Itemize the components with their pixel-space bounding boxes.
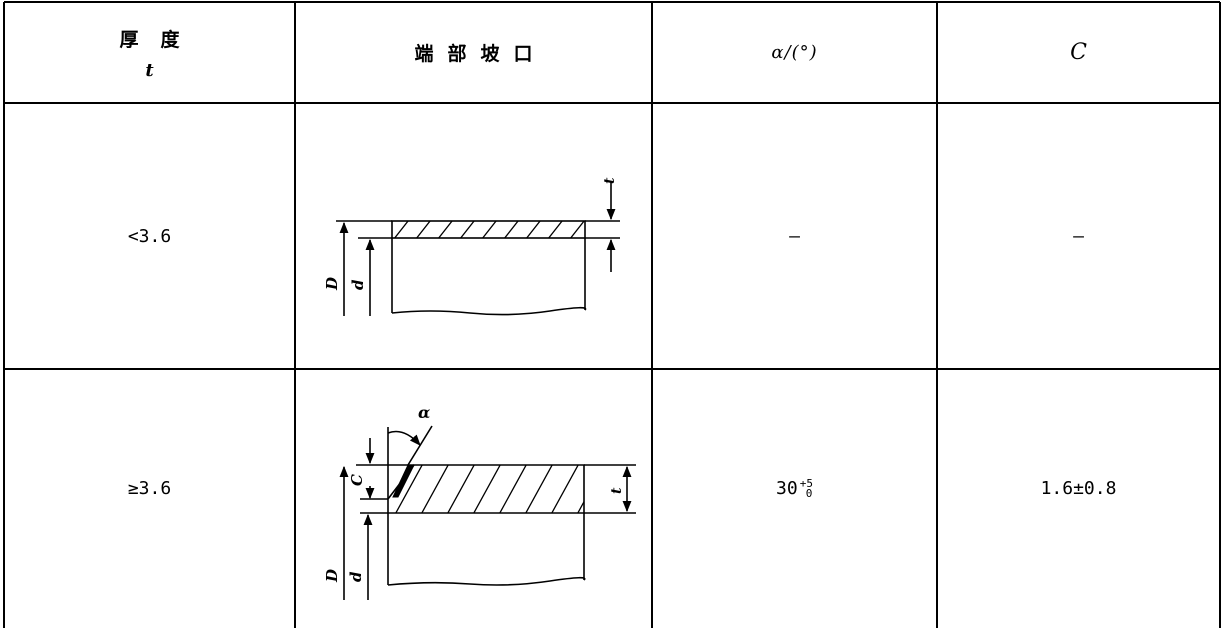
row2-thickness-value: ≥3.6 [127, 478, 172, 499]
header-end-bevel: 端部坡口 [295, 2, 652, 103]
row1-thickness-value: <3.6 [127, 225, 172, 247]
row1-angle-dash: — [789, 225, 800, 247]
row2-angle-tolerance: +5 0 [799, 476, 813, 500]
row2-bevel-end-drawing: α C t D d [323, 403, 636, 600]
row1-square-end-drawing: t D d [323, 177, 620, 316]
row2-c-value: 1.6±0.8 [1040, 478, 1117, 499]
row2-drawing-C-label: C [348, 474, 366, 486]
row2-drawing-D-label: D [323, 569, 341, 583]
row2-angle-base: 30 [776, 478, 798, 499]
header-c-label: C [1070, 40, 1087, 65]
row2-c: 1.6±0.8 [937, 369, 1220, 628]
row1-c-dash: — [1073, 225, 1084, 247]
header-end-bevel-label: 端部坡口 [414, 43, 547, 65]
row2-drawing-t-label: t [609, 487, 625, 494]
row1-thickness: <3.6 [4, 103, 295, 369]
header-thickness-label: 厚度 [119, 28, 202, 51]
header-thickness-symbol: t [145, 59, 154, 81]
header-angle-label: α/(°) [771, 42, 818, 63]
row1-drawing-t-label: t [602, 177, 618, 184]
row2-angle: 30 +5 0 [652, 369, 937, 628]
header-angle: α/(°) [652, 2, 937, 103]
row1-angle: — [652, 103, 937, 369]
row2-angle-upper: +5 [799, 476, 813, 490]
row2-thickness: ≥3.6 [4, 369, 295, 628]
row1-drawing-D-label: D [323, 277, 341, 291]
header-c: C [937, 2, 1220, 103]
header-thickness: 厚度 t [4, 2, 295, 103]
row2-angle-lower: 0 [805, 486, 813, 500]
row2-drawing-alpha-label: α [418, 403, 430, 422]
row1-drawing-d-label: d [349, 279, 367, 290]
row2-drawing-d-label: d [347, 571, 365, 582]
row1-c: — [937, 103, 1220, 369]
